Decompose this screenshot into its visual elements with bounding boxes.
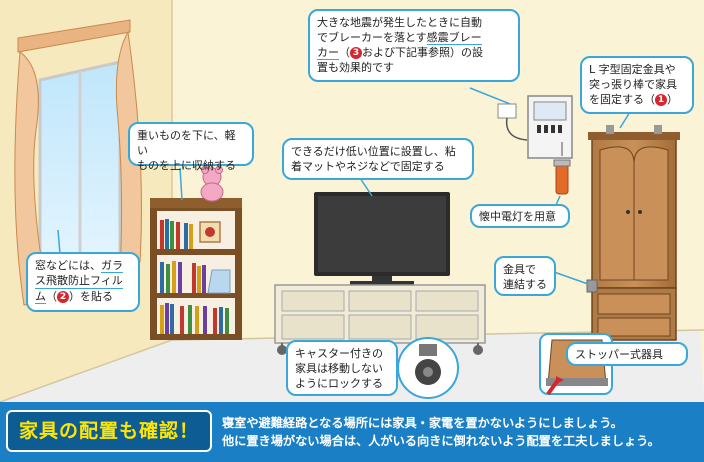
callout-heavy: 重いものを下に、軽い ものを上に収納する xyxy=(128,122,254,172)
banner-title: 家具の配置も確認！ xyxy=(6,410,212,452)
callout-window: 窓などには、ガラ ス飛散防止フィル ム（2）を貼る xyxy=(26,252,140,312)
tv-stand xyxy=(274,284,486,355)
callout-lbracket-line1: L 字型固定金具や xyxy=(589,63,676,76)
leader-flashlight xyxy=(555,195,561,206)
callout-lbracket-line3: を固定する（ xyxy=(589,93,655,106)
badge-2: 2 xyxy=(57,291,69,303)
banner-line-1: 寝室や避難経路となる場所には家具・家電を置かないようにしましょう。 xyxy=(222,416,623,430)
leader-window xyxy=(57,229,61,255)
callout-low-position-line2: 着マットやネジなどで固定する xyxy=(291,160,445,173)
callout-low-position-line1: できるだけ低い位置に設置し、粘 xyxy=(291,145,456,158)
callout-heavy-line1: 重いものを下に、軽い xyxy=(137,129,236,157)
callout-lbracket: L 字型固定金具や 突っ張り棒で家具 を固定する（1） xyxy=(580,56,694,114)
leader-lowpos xyxy=(359,177,373,197)
breaker-box xyxy=(497,95,573,159)
wardrobe xyxy=(586,125,680,341)
callout-window-term-b: ス飛散防止フィル xyxy=(35,274,123,289)
callout-metal-line2: 連結する xyxy=(503,278,547,291)
callout-caster: キャスター付きの 家具は移動しない ようにロックする xyxy=(286,340,398,396)
bottom-banner: 家具の配置も確認！ 寝室や避難経路となる場所には家具・家電を置かないようにしまし… xyxy=(0,402,704,462)
callout-breaker-line1: 大きな地震が発生したときに自動 xyxy=(317,16,482,29)
callout-lbracket-close: ） xyxy=(667,93,678,106)
leader-metal xyxy=(553,271,589,285)
bookshelf xyxy=(150,198,242,340)
television xyxy=(314,192,450,285)
callout-breaker-term-b: カー xyxy=(317,46,339,60)
leader-heavy xyxy=(179,167,183,201)
teddy-bear xyxy=(200,166,224,202)
callout-metal: 金具で 連結する xyxy=(494,256,556,296)
callout-breaker-open: （ xyxy=(339,46,350,59)
callout-low-position: できるだけ低い位置に設置し、粘 着マットやネジなどで固定する xyxy=(282,138,474,180)
floor-line-left xyxy=(0,339,173,403)
callout-window-line3: ）を貼る xyxy=(69,290,113,303)
callout-breaker-term-a: 感震ブレー xyxy=(426,31,482,45)
callout-stopper: ストッパー式器具 xyxy=(566,342,688,366)
callout-window-line1: 窓などには、 xyxy=(35,259,101,272)
callout-stopper-text: ストッパー式器具 xyxy=(575,348,663,361)
flashlight xyxy=(553,142,571,195)
banner-line-2: 他に置き場がない場合は、人がいる向きに倒れないよう配置を工夫しましょう。 xyxy=(222,434,660,448)
callout-window-open: （ xyxy=(46,290,57,303)
leader-lbracket xyxy=(619,111,631,129)
callout-breaker-line4: 置も効果的です xyxy=(317,61,394,74)
callout-breaker-line3: および下記事参照）の設 xyxy=(362,46,483,59)
window xyxy=(14,19,142,306)
callout-flashlight: 懐中電灯を用意 xyxy=(470,204,570,228)
callout-window-term-a: ガラ xyxy=(101,259,123,273)
callout-window-term-c: ム xyxy=(35,290,46,304)
callout-lbracket-line2: 突っ張り棒で家具 xyxy=(589,78,677,91)
badge-3: 3 xyxy=(350,47,362,59)
leader-breaker xyxy=(469,87,511,105)
callout-flashlight-text: 懐中電灯を用意 xyxy=(479,210,556,223)
callout-metal-line1: 金具で xyxy=(503,263,536,276)
callout-heavy-line2: ものを上に収納する xyxy=(137,159,236,172)
callout-caster-line1: キャスター付きの xyxy=(295,347,383,360)
callout-breaker-line2: でブレーカーを落とす xyxy=(317,31,427,44)
callout-caster-line3: ようにロックする xyxy=(295,377,383,390)
caster-inset xyxy=(397,337,459,399)
badge-1: 1 xyxy=(655,94,667,106)
callout-caster-line2: 家具は移動しない xyxy=(295,362,383,375)
